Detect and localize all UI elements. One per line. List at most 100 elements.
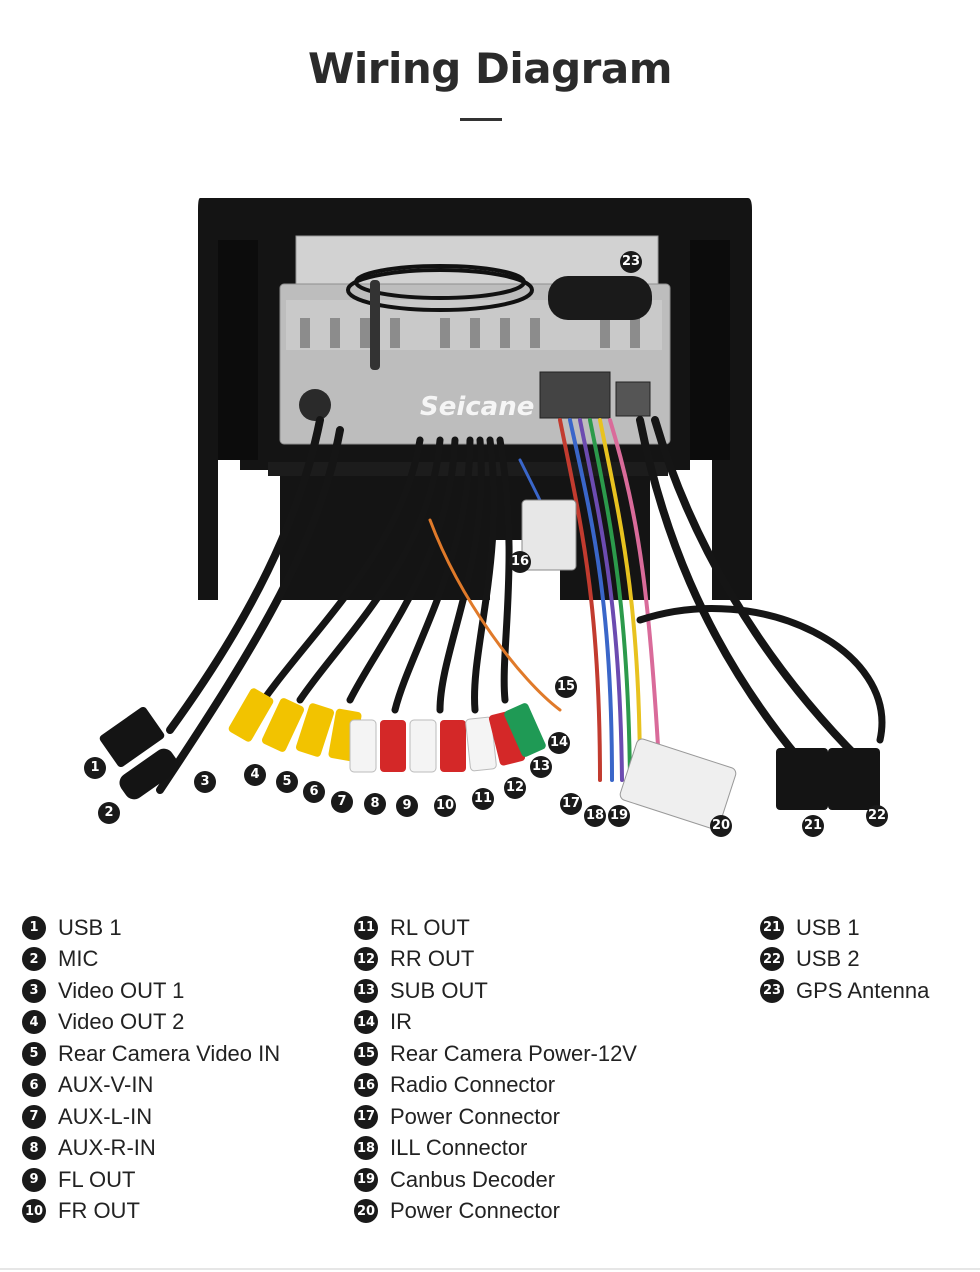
legend-number: 9 <box>22 1167 46 1192</box>
legend-number: 20 <box>354 1199 378 1224</box>
callout-8: 8 <box>364 793 386 815</box>
callout-23: 23 <box>620 251 642 273</box>
legend-number: 7 <box>22 1104 46 1129</box>
legend-label: Video OUT 1 <box>58 977 185 1003</box>
callout-5: 5 <box>276 771 298 793</box>
legend-number: 21 <box>760 915 784 940</box>
power-connector-plug <box>619 738 737 830</box>
legend-item: 3 Video OUT 1 <box>22 975 280 1007</box>
legend-item: 2 MIC <box>22 944 280 976</box>
legend-item: 12 RR OUT <box>354 944 637 976</box>
callout-11: 11 <box>472 788 494 810</box>
legend-item: 9 FL OUT <box>22 1164 280 1196</box>
page-title: Wiring Diagram <box>308 44 672 93</box>
callout-9: 9 <box>396 795 418 817</box>
callout-1: 1 <box>84 757 106 779</box>
legend-number: 23 <box>760 978 784 1003</box>
legend-number: 19 <box>354 1167 378 1192</box>
callout-14: 14 <box>548 732 570 754</box>
legend-label: Power Connector <box>390 1103 560 1129</box>
legend-number: 15 <box>354 1041 378 1066</box>
legend-label: Power Connector <box>390 1198 560 1224</box>
legend-number: 3 <box>22 978 46 1003</box>
title-underline <box>460 118 502 121</box>
usb-mic-plugs <box>99 706 880 810</box>
callout-21: 21 <box>802 815 824 837</box>
legend-label: USB 1 <box>796 914 860 940</box>
legend-label: AUX-L-IN <box>58 1103 153 1129</box>
legend-label: FL OUT <box>58 1166 136 1192</box>
legend-label: Radio Connector <box>390 1072 556 1098</box>
legend-number: 17 <box>354 1104 378 1129</box>
legend-column-3: 21 USB 1 22 USB 2 23 GPS Antenna <box>760 912 929 1007</box>
legend-item: 14 IR <box>354 1007 637 1039</box>
legend-number: 18 <box>354 1136 378 1161</box>
legend-label: MIC <box>58 946 99 972</box>
callout-15: 15 <box>555 676 577 698</box>
legend-number: 8 <box>22 1136 46 1161</box>
legend-item: 16 Radio Connector <box>354 1070 637 1102</box>
legend-label: FR OUT <box>58 1198 140 1224</box>
legend-number: 1 <box>22 915 46 940</box>
legend-label: Canbus Decoder <box>390 1166 556 1192</box>
bottom-divider <box>0 1268 980 1270</box>
legend-label: USB 1 <box>58 914 122 940</box>
legend-number: 14 <box>354 1010 378 1035</box>
legend-item: 10 FR OUT <box>22 1196 280 1228</box>
legend-label: USB 2 <box>796 946 860 972</box>
legend-item: 17 Power Connector <box>354 1101 637 1133</box>
legend-number: 10 <box>22 1199 46 1224</box>
callout-19: 19 <box>608 805 630 827</box>
legend-number: 22 <box>760 947 784 972</box>
legend-label: IR <box>390 1009 412 1035</box>
callout-4: 4 <box>244 764 266 786</box>
callout-22: 22 <box>866 805 888 827</box>
wiring-diagram-illustration: Seicane <box>99 198 886 830</box>
legend-item: 23 GPS Antenna <box>760 975 929 1007</box>
legend-item: 22 USB 2 <box>760 944 929 976</box>
legend-label: Rear Camera Video IN <box>58 1040 281 1066</box>
legend-item: 21 USB 1 <box>760 912 929 944</box>
legend-item: 1 USB 1 <box>22 912 280 944</box>
legend-label: RL OUT <box>390 914 470 940</box>
rca-plugs <box>228 688 546 773</box>
legend-label: AUX-V-IN <box>58 1072 154 1098</box>
callout-16: 16 <box>509 551 531 573</box>
legend-number: 11 <box>354 915 378 940</box>
legend-label: ILL Connector <box>390 1135 528 1161</box>
watermark-text: Seicane <box>420 392 534 422</box>
callout-12: 12 <box>504 777 526 799</box>
gps-antenna <box>346 264 652 370</box>
callout-20: 20 <box>710 815 732 837</box>
legend-item: 4 Video OUT 2 <box>22 1007 280 1039</box>
legend-label: GPS Antenna <box>796 977 930 1003</box>
legend-item: 18 ILL Connector <box>354 1133 637 1165</box>
legend-number: 12 <box>354 947 378 972</box>
legend-item: 7 AUX-L-IN <box>22 1101 280 1133</box>
legend-label: RR OUT <box>390 946 475 972</box>
legend-number: 2 <box>22 947 46 972</box>
callout-18: 18 <box>584 805 606 827</box>
legend-item: 20 Power Connector <box>354 1196 637 1228</box>
legend-label: SUB OUT <box>390 977 488 1003</box>
callout-2: 2 <box>98 802 120 824</box>
harness-cables <box>156 416 886 794</box>
legend-label: Video OUT 2 <box>58 1009 185 1035</box>
legend-item: 19 Canbus Decoder <box>354 1164 637 1196</box>
callout-17: 17 <box>560 793 582 815</box>
legend-item: 6 AUX-V-IN <box>22 1070 280 1102</box>
radio-connector <box>521 499 577 571</box>
legend-number: 4 <box>22 1010 46 1035</box>
callout-13: 13 <box>530 756 552 778</box>
callout-7: 7 <box>331 791 353 813</box>
legend-number: 16 <box>354 1073 378 1098</box>
legend-item: 11 RL OUT <box>354 912 637 944</box>
legend-number: 6 <box>22 1073 46 1098</box>
callout-6: 6 <box>303 781 325 803</box>
callout-3: 3 <box>194 771 216 793</box>
